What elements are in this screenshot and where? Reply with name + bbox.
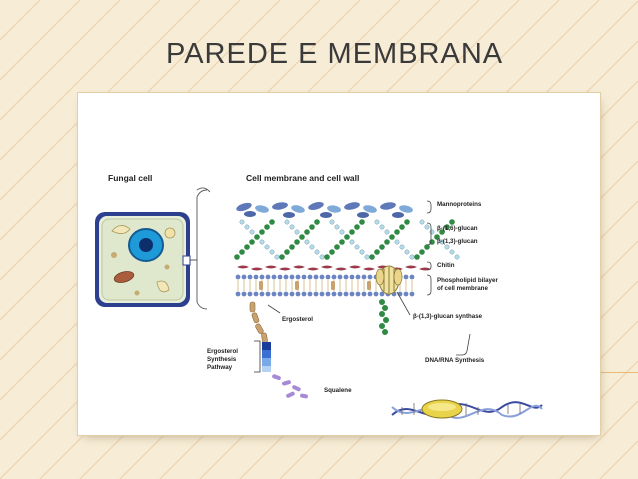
phospholipid-label-line1: Phospholipid bilayer bbox=[437, 277, 498, 284]
accent-divider bbox=[596, 372, 638, 373]
pathway-label-line3: Pathway bbox=[207, 364, 233, 371]
beta16-glucan-chains bbox=[239, 219, 460, 260]
dna-rna-synthesis-label: DNA/RNA Synthesis bbox=[425, 357, 485, 364]
beta13-glucan-label: β-(1,3)-glucan bbox=[437, 238, 478, 245]
squalene-molecules bbox=[272, 374, 308, 399]
slide-title: PAREDE E MEMBRANA bbox=[166, 38, 504, 70]
squalene-label: Squalene bbox=[324, 387, 352, 394]
chitin-layer bbox=[237, 265, 431, 271]
glucan-synthase-label: β-(1,3)-glucan synthase bbox=[413, 313, 483, 320]
beta13-glucan-chains bbox=[234, 219, 455, 260]
fungal-cell-label: Fungal cell bbox=[108, 173, 153, 183]
chitin-label: Chitin bbox=[437, 262, 455, 269]
phospholipid-label-line2: of cell membrane bbox=[437, 285, 488, 292]
fungal-cell-illustration bbox=[95, 212, 191, 307]
ergosterol-synthesis-bar bbox=[254, 340, 271, 373]
pathway-label-line1: Ergosterol bbox=[207, 348, 238, 355]
pathway-label-line2: Synthesis bbox=[207, 356, 237, 363]
ergosterol-chain bbox=[249, 301, 281, 344]
mannoproteins-row bbox=[236, 202, 413, 218]
beta16-glucan-label: β-(1,6)-glucan bbox=[437, 225, 478, 232]
cell-wall-diagram bbox=[95, 187, 543, 419]
dna-helix bbox=[391, 399, 543, 419]
ergosterol-label: Ergosterol bbox=[282, 316, 313, 323]
figure-frame: Fungal cell Cell membrane and cell wall … bbox=[82, 97, 596, 431]
cell-membrane-wall-label: Cell membrane and cell wall bbox=[246, 173, 360, 183]
phospholipid-bilayer bbox=[235, 274, 415, 297]
glucan-synthase-complex bbox=[375, 265, 411, 335]
mannoproteins-label: Mannoproteins bbox=[437, 201, 482, 208]
